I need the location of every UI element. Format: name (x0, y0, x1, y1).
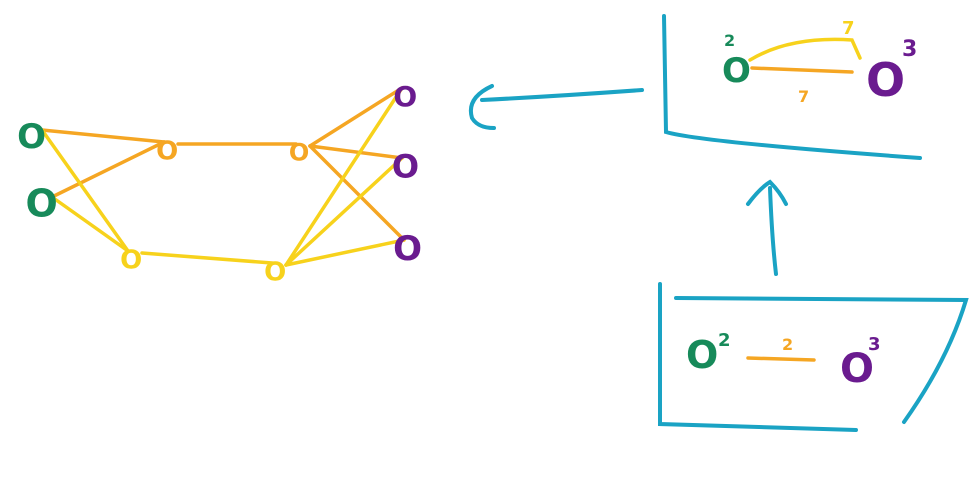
graph-edge-y2-t2 (284, 156, 404, 267)
box-top-frame (662, 14, 922, 160)
graph-edge-s2-y1 (50, 195, 130, 253)
box-top-left-node: O (722, 51, 751, 91)
arrow-to-graph (469, 84, 644, 130)
box-bottom-edge (746, 356, 816, 362)
box-top: O 2 O 3 7 7 (662, 14, 922, 160)
graph-edge-s1-y1 (40, 128, 130, 253)
graph-node-s2: O (26, 182, 58, 226)
box-bottom-frame-left (658, 282, 858, 432)
graph-node-t3: O (393, 229, 422, 269)
box-bottom-edge-weight: 2 (782, 335, 793, 354)
graph-edge-o2-t1 (308, 86, 404, 148)
box-top-orange-weight: 7 (798, 87, 809, 106)
graph-node-t1: O (393, 80, 417, 113)
graph-edge-y2-t3 (284, 238, 406, 267)
graph-edges (40, 86, 406, 267)
box-top-left-node-sup: 2 (724, 31, 735, 50)
graph-node-y2: O (264, 257, 286, 287)
graph-edge-s2-o1 (50, 140, 166, 199)
box-bottom-right-node-sup: 3 (868, 334, 881, 355)
graph-node-o1: O (156, 136, 178, 166)
arrow-up-shaft (768, 186, 778, 276)
box-bottom-left-node: O (686, 333, 718, 377)
graph-node-o2: O (289, 139, 309, 167)
graph-edge-y2-t1 (284, 86, 404, 267)
graph-edge-s1-o1 (40, 128, 166, 144)
box-bottom-right-node: O (840, 346, 874, 392)
graph-edge-o2-t2 (308, 144, 404, 160)
graph-node-s1: O (17, 117, 46, 157)
arrow-up (746, 179, 788, 276)
arrow-to-graph-head (469, 84, 496, 130)
graph-edge-y1-y2 (140, 251, 274, 265)
box-bottom-frame-right (674, 296, 969, 424)
box-top-yellow-weight: 7 (842, 18, 855, 39)
box-bottom: O 2 O 3 2 (658, 282, 969, 432)
arrow-to-graph-shaft (480, 88, 644, 102)
box-top-yellow-edge (748, 37, 862, 62)
box-bottom-left-node-sup: 2 (718, 330, 731, 351)
box-top-orange-edge (750, 66, 854, 74)
arrow-up-head (746, 179, 788, 206)
box-top-right-node: O (866, 53, 905, 107)
graph-node-y1: O (120, 245, 142, 275)
graph-node-t2: O (392, 148, 419, 186)
graph-edge-o2-t3 (308, 144, 406, 242)
box-top-right-node-sup: 3 (902, 37, 917, 62)
